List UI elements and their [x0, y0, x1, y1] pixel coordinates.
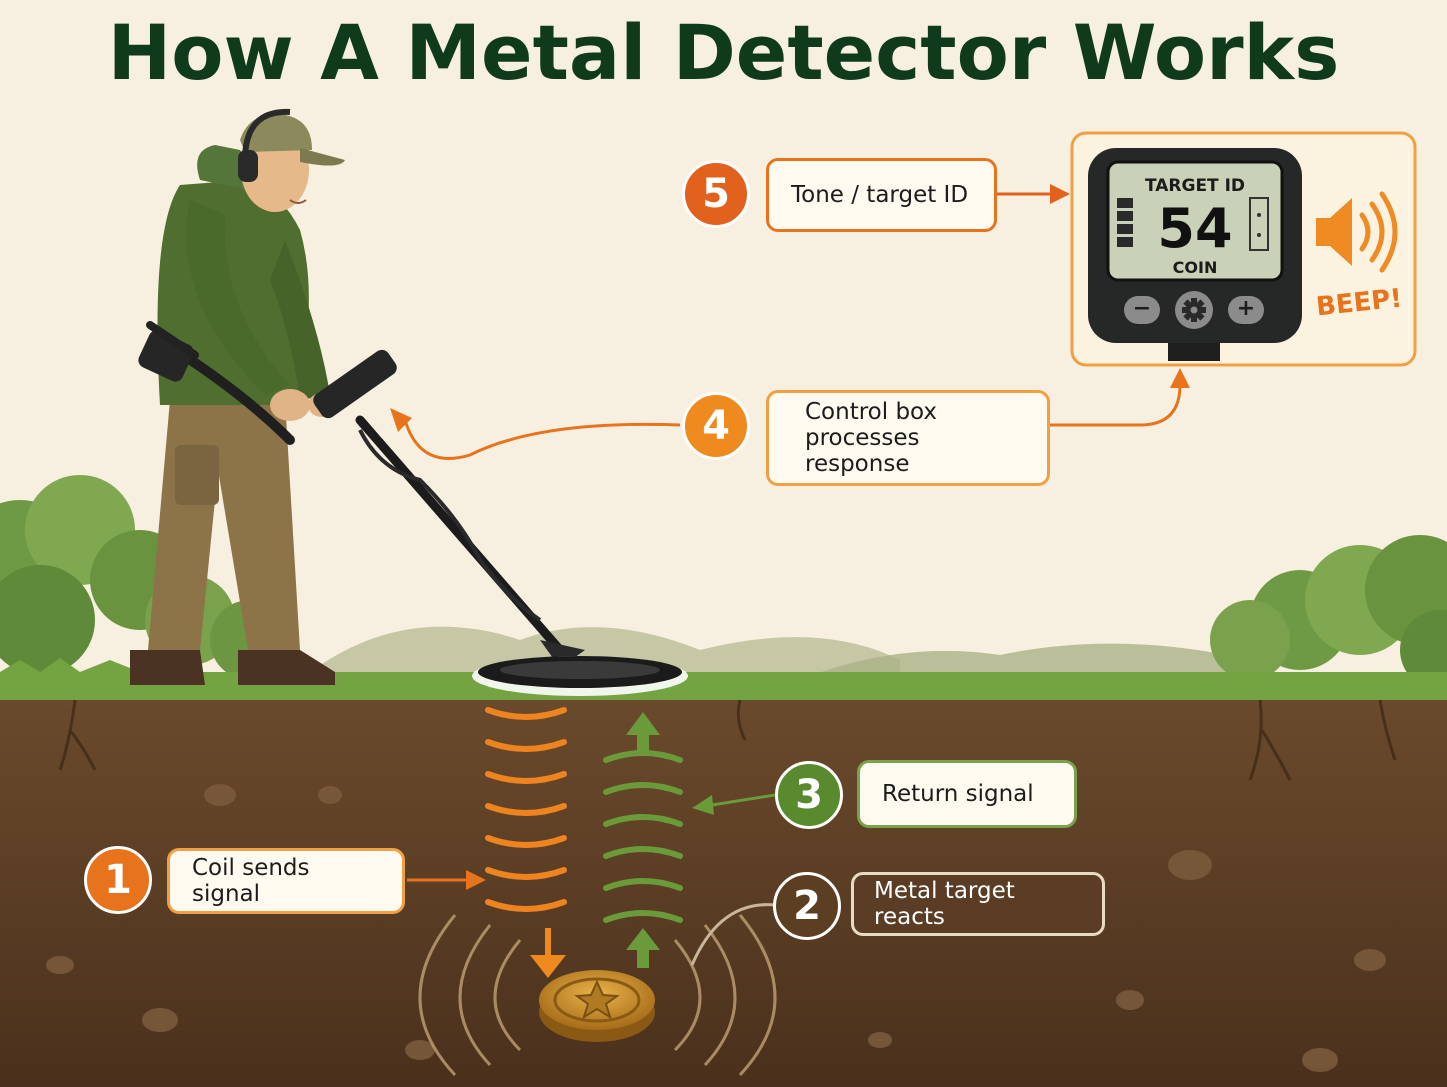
plus-button[interactable]: + — [1236, 296, 1256, 321]
return-signal-waves — [603, 750, 683, 923]
return-arrow-top — [626, 712, 660, 752]
signal-bars — [1117, 198, 1133, 247]
connector-step1 — [407, 870, 486, 890]
connector-step3 — [692, 793, 776, 815]
star-icon — [574, 979, 620, 1020]
speaker-icon — [1316, 191, 1398, 273]
connector-step2 — [690, 903, 776, 966]
step-4-badge: 4 — [682, 392, 750, 460]
step-3-label: Return signal — [857, 760, 1077, 828]
coin-target — [539, 970, 655, 1042]
display-value: 54 — [1157, 197, 1233, 260]
step-4-label-line1: Control box — [805, 399, 938, 425]
settings-button[interactable] — [1175, 291, 1213, 329]
step-2-label: Metal target reacts — [851, 872, 1105, 936]
step-3-badge: 3 — [775, 761, 843, 829]
bushes-right — [1210, 535, 1447, 690]
step-2-badge: 2 — [773, 872, 841, 940]
control-box-device — [1088, 148, 1302, 361]
return-arrow-bottom — [626, 928, 660, 968]
page-title: How A Metal Detector Works — [107, 8, 1340, 97]
person-figure — [130, 108, 345, 685]
step-5-label: Tone / target ID — [766, 158, 997, 232]
outgoing-arrow — [530, 928, 566, 978]
coin-ripples — [418, 914, 777, 1077]
roots — [58, 699, 1397, 781]
soil-rocks — [46, 784, 1386, 1072]
step-4-label: Control box processes response — [766, 390, 1050, 486]
detector-body — [138, 321, 688, 696]
connector-step5 — [997, 184, 1070, 204]
step-5-badge: 5 — [682, 160, 750, 228]
step-1-label: Coil sends signal — [167, 848, 405, 914]
outgoing-signal-waves — [485, 707, 567, 912]
connector-step4-to-display — [1050, 368, 1190, 427]
display-header: TARGET ID — [1144, 176, 1246, 196]
step-4-label-line2: processes response — [805, 425, 920, 477]
gear-icon — [1182, 298, 1206, 322]
minus-button[interactable]: − — [1132, 296, 1152, 321]
connector-step4-to-handle — [390, 408, 681, 460]
display-target: COIN — [1172, 258, 1218, 277]
step-1-badge: 1 — [84, 846, 152, 914]
